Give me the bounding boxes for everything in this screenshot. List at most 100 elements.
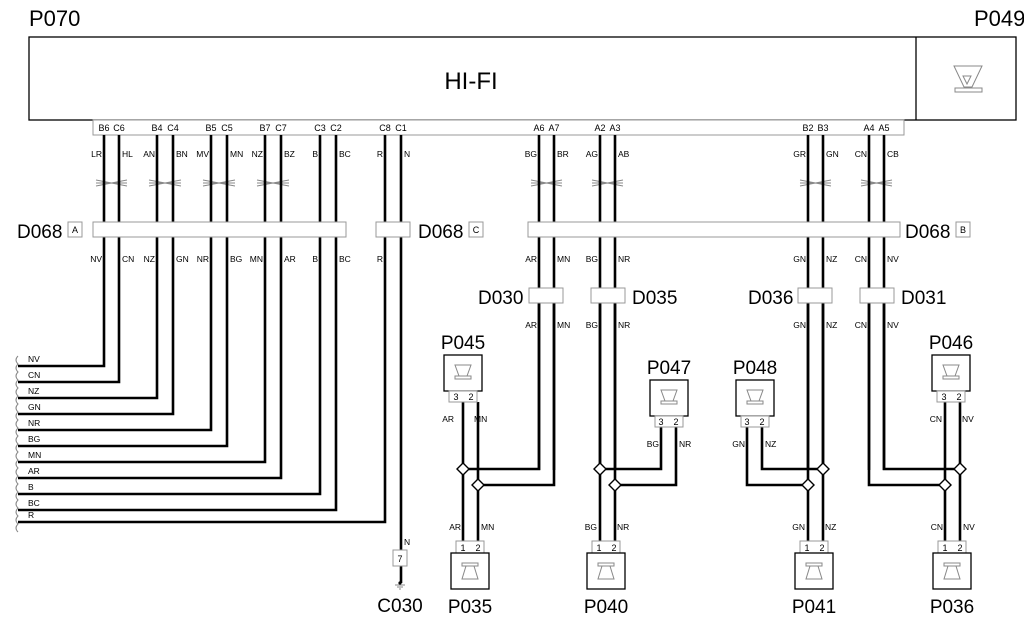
speaker-icon-plate bbox=[454, 375, 472, 380]
hifi-unit-id: P070 bbox=[29, 6, 80, 31]
woofer-wire-color: MN bbox=[481, 522, 494, 532]
tweeter-P048[interactable] bbox=[735, 379, 775, 428]
woofer-pin: 1 bbox=[804, 543, 809, 553]
hifi-pin-label: C3 bbox=[314, 123, 326, 133]
connector-b-color-label: CN bbox=[855, 254, 867, 264]
harness-exit-label: NR bbox=[28, 418, 40, 428]
hifi-pin-label: B5 bbox=[205, 123, 216, 133]
harness-exit-label: MN bbox=[28, 450, 41, 460]
connector-b-color-label: NZ bbox=[826, 254, 837, 264]
connector-a-tag: A bbox=[72, 225, 78, 235]
tweeter-pin-strip bbox=[740, 415, 770, 428]
connector-a-id: D068 bbox=[17, 222, 62, 243]
ground-icon bbox=[395, 581, 405, 590]
splice-junction bbox=[816, 462, 830, 476]
harness-wire[interactable] bbox=[18, 135, 213, 432]
harness-wire[interactable] bbox=[18, 135, 175, 416]
hifi-wire-color-label: LR bbox=[91, 149, 102, 159]
connector-a-color-label: AR bbox=[284, 254, 296, 264]
connector-b-strip[interactable] bbox=[527, 221, 901, 238]
connector-b-color-label: NR bbox=[618, 254, 630, 264]
harness-wire[interactable] bbox=[18, 135, 322, 496]
connector-a-strip[interactable] bbox=[92, 221, 347, 238]
woofer-P036[interactable] bbox=[932, 540, 972, 590]
hifi-wire-color-label: GN bbox=[826, 149, 839, 159]
splice-junction bbox=[608, 478, 622, 492]
hifi-unit-box[interactable] bbox=[28, 36, 1017, 121]
speaker-icon bbox=[805, 565, 823, 580]
inline-d030-id: D030 bbox=[478, 288, 523, 309]
twisted-pair-mark bbox=[591, 179, 624, 187]
ground-id: C030 bbox=[377, 596, 422, 617]
ground-pin-box[interactable] bbox=[392, 549, 408, 567]
woofer-pin: 2 bbox=[957, 543, 962, 553]
connector-c-tag: C bbox=[473, 225, 480, 235]
connector-c-tag-box bbox=[468, 221, 484, 238]
woofer-P040[interactable] bbox=[586, 540, 626, 590]
harness-wire[interactable] bbox=[18, 135, 106, 368]
channel-wire[interactable] bbox=[867, 303, 945, 487]
channel-wire[interactable] bbox=[463, 303, 541, 471]
connector-b-color-label: MN bbox=[557, 254, 570, 264]
tweeter-pin-strip bbox=[936, 390, 966, 403]
inline-d031-box[interactable] bbox=[859, 287, 895, 304]
splice-junction bbox=[456, 462, 470, 476]
channel-wire[interactable] bbox=[478, 303, 556, 487]
connector-b-color-label: NV bbox=[887, 254, 899, 264]
channel-wire[interactable] bbox=[615, 427, 678, 487]
harness-wire[interactable] bbox=[18, 135, 267, 464]
hifi-pin-label: A4 bbox=[863, 123, 874, 133]
harness-wire[interactable] bbox=[18, 135, 229, 448]
channel-wire[interactable] bbox=[882, 303, 960, 471]
woofer-pin: 1 bbox=[942, 543, 947, 553]
woofer-P041[interactable] bbox=[794, 540, 834, 590]
splice-junction bbox=[953, 462, 967, 476]
harness-exit-label: R bbox=[28, 510, 34, 520]
tweeter-wire-color: NR bbox=[679, 439, 691, 449]
connector-b-color-label: GN bbox=[793, 254, 806, 264]
speaker-icon bbox=[597, 565, 615, 580]
woofer-P035[interactable] bbox=[450, 540, 490, 590]
tweeter-id: P046 bbox=[929, 333, 973, 354]
tweeter-pin: 2 bbox=[956, 392, 961, 402]
harness-wire[interactable] bbox=[18, 135, 338, 512]
inline-d035-box[interactable] bbox=[590, 287, 626, 304]
hifi-pin-label: C1 bbox=[395, 123, 407, 133]
woofer-wire-color: GN bbox=[792, 522, 805, 532]
labels-layer: B6LRC6HLB4ANC4BNB5MVC5MNB7NZC7BZC3BC2BCC… bbox=[28, 123, 975, 618]
tweeter-P045[interactable] bbox=[443, 354, 483, 403]
harness-wire-r[interactable] bbox=[18, 135, 387, 524]
harness-wire[interactable] bbox=[18, 135, 283, 480]
tweeter-P047[interactable] bbox=[649, 379, 689, 428]
channel-wire[interactable] bbox=[760, 427, 823, 471]
woofer-wire-color: NZ bbox=[825, 522, 836, 532]
connector-c-strip[interactable] bbox=[375, 221, 411, 238]
woofer-pin: 2 bbox=[819, 543, 824, 553]
inline-d035-id: D035 bbox=[632, 288, 677, 309]
channel-wire[interactable] bbox=[600, 427, 663, 471]
harness-exit-label: AR bbox=[28, 466, 40, 476]
tweeter-P046[interactable] bbox=[931, 354, 971, 403]
connector-b-color-label: BG bbox=[586, 254, 598, 264]
harness-wire[interactable] bbox=[18, 135, 121, 384]
twisted-pair-mark bbox=[256, 179, 290, 187]
hifi-pin-label: B6 bbox=[98, 123, 109, 133]
hifi-pin-label: A2 bbox=[594, 123, 605, 133]
twisted-pair-mark bbox=[148, 179, 182, 187]
hifi-wire-color-label: AG bbox=[586, 149, 598, 159]
ground-pin: 7 bbox=[397, 554, 402, 564]
hifi-wire-color-label: AN bbox=[143, 149, 155, 159]
inline-d036-box[interactable] bbox=[797, 287, 833, 304]
splice-junction bbox=[471, 478, 485, 492]
tweeter-id: P045 bbox=[441, 333, 485, 354]
twisted-pair-mark bbox=[95, 179, 128, 187]
tweeter-pin: 2 bbox=[759, 417, 764, 427]
channel-wire[interactable] bbox=[745, 427, 808, 487]
hifi-wire-color-label: NZ bbox=[252, 149, 263, 159]
hifi-pin-label: A5 bbox=[878, 123, 889, 133]
inline-d030-box[interactable] bbox=[528, 287, 564, 304]
hifi-wire-color-label: CN bbox=[855, 149, 867, 159]
hifi-pin-label: C6 bbox=[113, 123, 125, 133]
connector-a-color-label: BC bbox=[339, 254, 351, 264]
